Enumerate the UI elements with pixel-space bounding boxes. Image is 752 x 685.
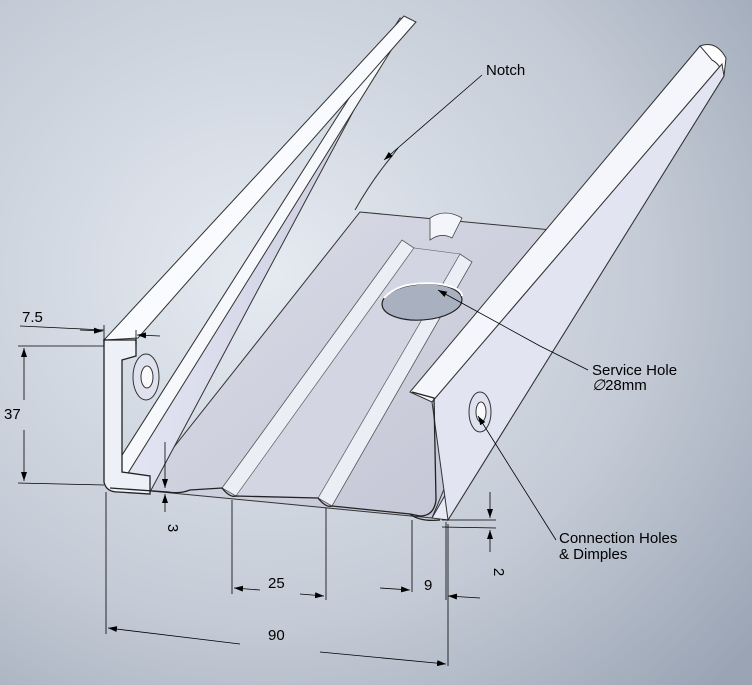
dim-9-arrow-left [379, 586, 411, 593]
right-section-profile [409, 391, 437, 517]
connection-hole-left [132, 353, 160, 401]
dim-flange-height-label: 37 [4, 406, 21, 423]
annotation-lines [17, 74, 589, 667]
steel-channel-part [102, 15, 727, 522]
dim-37-ext-bottom [17, 482, 105, 486]
dim-2-ext-bottom [441, 526, 497, 529]
connection-holes-leader [477, 415, 557, 541]
notch-label: Notch [486, 62, 526, 79]
dim-overall-width-label: 90 [268, 627, 285, 644]
dim-rib-spacing-label: 25 [268, 575, 285, 592]
dim-90-arrow-right [319, 651, 447, 667]
service-hole-label: Service Hole [592, 362, 678, 379]
dim-90-arrow-left [107, 626, 241, 645]
left-lip [102, 15, 417, 341]
dim-edge-offset-label: 9 [424, 577, 433, 594]
dim-9-arrow-right [447, 593, 481, 600]
notch-leader [383, 74, 483, 161]
connection-holes-label-line2: & Dimples [559, 546, 628, 563]
dim-lip-width-label: 7.5 [22, 309, 43, 326]
connection-hole-right [468, 391, 492, 433]
right-flange-outer-face [431, 62, 725, 522]
diameter-symbol-icon: ∅ [592, 377, 606, 394]
dim-7-5-arrow-left [79, 327, 104, 334]
dim-25-arrow-left [233, 585, 261, 592]
web-rib-end [429, 212, 463, 241]
dim-groove-depth-label: 3 [164, 523, 182, 533]
connection-holes-label-line1: Connection Holes [559, 530, 678, 547]
left-section-profile [103, 339, 151, 495]
service-hole-diameter-label: ∅28mm [592, 378, 647, 394]
service-hole-edge-highlight [383, 282, 463, 299]
service-hole-leader [437, 289, 589, 371]
service-hole-diameter-value: 28mm [605, 377, 647, 394]
web-section-profile [109, 487, 441, 522]
dim-7-5-leader [19, 325, 105, 331]
dim-7-5-arrow-right [136, 332, 161, 339]
dim-25-arrow-right [299, 592, 325, 599]
dim-edge-step-label: 2 [490, 567, 508, 577]
